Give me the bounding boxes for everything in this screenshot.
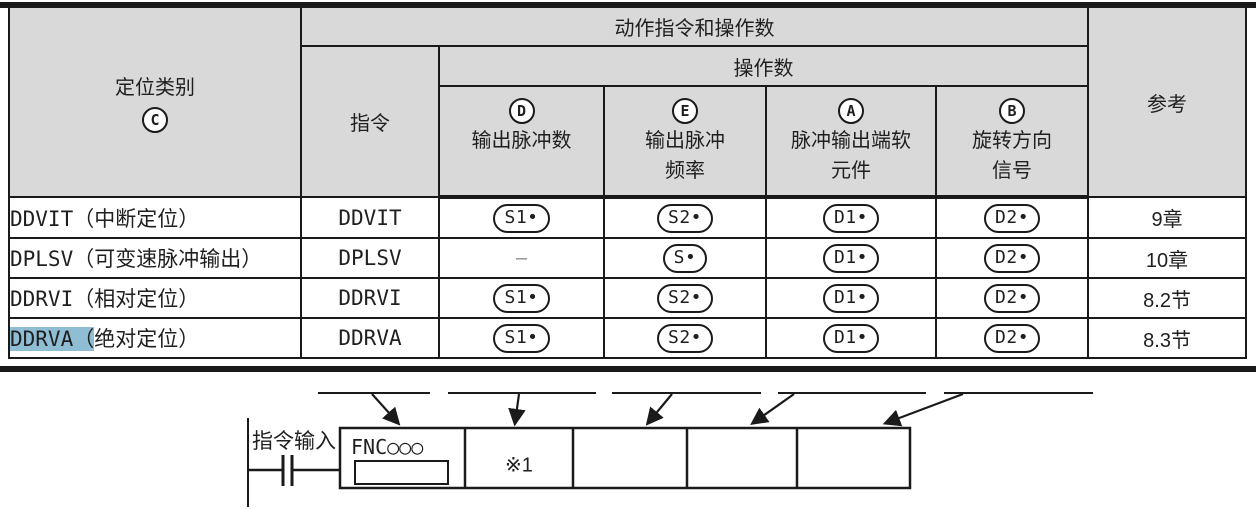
instruction-boxes — [338, 426, 912, 490]
header-row-operand-group: 指令 操作数 — [9, 45, 1246, 198]
operand-cell: D2• — [934, 196, 1090, 239]
operand-cell: D1• — [765, 317, 937, 359]
header-action-group: 动作指令和操作数 — [299, 8, 1090, 47]
operand-pill: D1• — [822, 283, 879, 313]
header-row-action: 定位类别 C 动作指令和操作数 参考 — [8, 8, 1248, 198]
operand-b-line2: 信号 — [992, 160, 1033, 182]
header-operand-e: E 输出脉冲 频率 — [603, 85, 767, 199]
header-operand-group: 操作数 — [437, 45, 1090, 87]
operand-cell: S1• — [438, 277, 605, 319]
operand-cell: D2• — [934, 317, 1090, 359]
operand-pill: D2• — [984, 243, 1041, 273]
table-row: DPLSV（可变速脉冲输出）DPLSV – S• D1• D2• 10章 — [8, 237, 1248, 279]
arrow-to-box-4 — [750, 393, 795, 426]
operand-cell: S2• — [603, 196, 767, 239]
operand-pill: S• — [662, 243, 708, 273]
operand-cell: D1• — [765, 196, 937, 239]
operand-cell: D1• — [765, 237, 937, 279]
category-cell: DDRVI（相对定位） — [8, 277, 302, 319]
header-operand-d: D 输出脉冲数 — [438, 85, 605, 199]
operand-cell: D1• — [765, 277, 937, 319]
circle-b-icon: B — [999, 98, 1026, 124]
operand-cell: – — [438, 237, 605, 279]
instruction-input-label: 指令输入 — [252, 430, 336, 453]
table-row: DDRVI（相对定位）DDRVI S1• S2• D1• D2• 8.2节 — [8, 277, 1248, 319]
operand-e-line2: 频率 — [665, 160, 705, 182]
reference-cell: 8.2节 — [1087, 277, 1248, 319]
circle-c-icon: C — [142, 107, 168, 133]
category-cell: DPLSV（可变速脉冲输出） — [8, 237, 302, 279]
arrow-to-box-2 — [508, 393, 526, 427]
instruction-cell: DPLSV — [300, 237, 440, 279]
table-row: DDRVA（绝对定位）DDRVA S1• S2• D1• D2• 8.3节 — [8, 317, 1248, 359]
operand-pill: D2• — [984, 203, 1041, 233]
category-cell: DDRVA（绝对定位） — [8, 317, 302, 359]
reference-cell: 9章 — [1087, 196, 1248, 239]
circle-e-icon: E — [672, 98, 698, 124]
operand-a-line1: 脉冲输出端软 — [791, 130, 911, 152]
instruction-cell: DDRVA — [300, 317, 440, 359]
fnc-label: FNC○○○ — [351, 435, 423, 459]
operand-cell: S2• — [603, 277, 767, 319]
operand-pill: D1• — [822, 243, 879, 273]
positioning-instruction-table: 定位类别 C 动作指令和操作数 参考 指令 操作数 D 输出脉冲数 — [8, 8, 1248, 359]
arrow-to-box-3 — [645, 393, 673, 426]
operand-pill: D1• — [822, 203, 879, 233]
no-operand-dash: – — [515, 246, 528, 269]
header-instruction: 指令 — [300, 45, 440, 198]
operand-cell: D2• — [934, 237, 1090, 279]
circle-a-icon: A — [838, 98, 864, 124]
operand-b-line1: 旋转方向 — [972, 130, 1053, 152]
operand-pill: D1• — [822, 323, 879, 353]
table-row: DDVIT（中断定位）DDVIT S1• S2• D1• D2• 9章 — [8, 196, 1248, 239]
operand-pill: S2• — [656, 323, 713, 353]
note-ref-label: ※1 — [505, 454, 533, 476]
header-operand-b: B 旋转方向 信号 — [934, 85, 1090, 199]
reference-cell: 10章 — [1087, 237, 1248, 279]
instruction-cell: DDVIT — [300, 196, 440, 239]
operand-a-line2: 元件 — [831, 160, 871, 182]
operand-cell: S2• — [603, 317, 767, 359]
category-cell: DDVIT（中断定位） — [8, 196, 302, 239]
header-category: 定位类别 C — [8, 8, 302, 198]
bottom-rule — [0, 366, 1256, 372]
instruction-cell: DDRVI — [300, 277, 440, 319]
header-reference: 参考 — [1087, 8, 1248, 198]
mapping-arrows — [371, 392, 964, 427]
operand-e-line1: 输出脉冲 — [645, 130, 725, 152]
operand-d-line1: 输出脉冲数 — [471, 130, 572, 152]
operand-pill: D2• — [984, 283, 1041, 313]
operand-pill: S2• — [656, 283, 713, 313]
operand-pill: S1• — [493, 323, 550, 353]
operand-cell: S1• — [438, 196, 605, 239]
operand-pill: S2• — [656, 203, 713, 233]
arrow-to-box-5 — [882, 392, 964, 427]
header-operand-a: A 脉冲输出端软 元件 — [765, 85, 937, 199]
operand-cell: D2• — [934, 277, 1090, 319]
arrow-to-fnc-box — [371, 393, 401, 426]
operand-pill: S1• — [493, 203, 550, 233]
operand-cell: S1• — [438, 317, 605, 359]
circle-d-icon: D — [508, 98, 535, 124]
ladder-rung — [247, 418, 340, 507]
operand-cell: S• — [603, 237, 767, 279]
header-row-operand-cols: D 输出脉冲数 E 输出脉冲 频率 A 脉冲输出端软 — [9, 85, 1246, 199]
reference-cell: 8.3节 — [1087, 317, 1248, 359]
operand-pill: D2• — [984, 323, 1041, 353]
selection-highlight: DDRVA（ — [10, 327, 95, 351]
operand-pill: S1• — [493, 283, 550, 313]
ladder-diagram: 指令输入 FNC○○○ ※1 — [247, 392, 1093, 507]
top-rule — [0, 2, 1256, 8]
fnc-number-field — [354, 460, 449, 485]
header-category-label: 定位类别 — [115, 77, 195, 99]
